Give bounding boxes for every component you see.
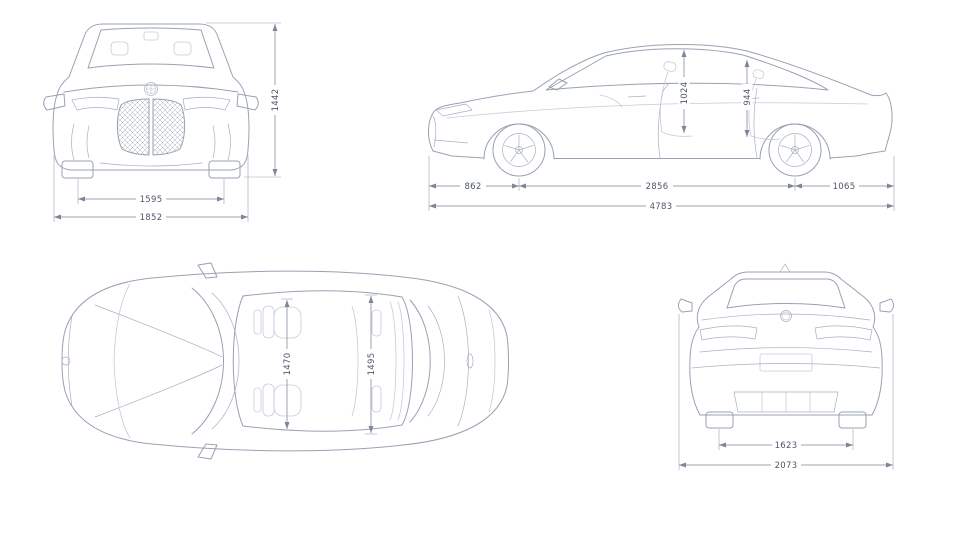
dim-rear-overhang-label: 1065 [833, 182, 856, 192]
hood-cutline [113, 283, 131, 439]
greenhouse-glass [545, 48, 829, 91]
dim-front-interior-width: 1470 [281, 298, 293, 431]
license-plate-recess [759, 353, 813, 372]
side-mirror-left [43, 93, 66, 111]
roof-antenna-fin [779, 263, 791, 273]
hood-crease-upper [94, 304, 223, 358]
rear-view: 1623 2073 [678, 263, 894, 471]
dim-rear-interior-width-label: 1495 [367, 353, 377, 376]
windshield-arc-inner [211, 292, 240, 430]
side-view: 1024 944 862 2856 [428, 43, 895, 212]
top-body-outline [61, 270, 509, 452]
headrest-left [110, 41, 129, 56]
hood-crease-lower [94, 364, 223, 418]
dim-front-overhang-label: 862 [464, 182, 481, 192]
length-dimensions: 862 2856 1065 4783 [428, 156, 895, 212]
headrest-right [173, 41, 192, 56]
front-bumper-line [433, 139, 469, 144]
antenna-fin [466, 353, 474, 369]
front-view: 1442 1595 1852 [43, 22, 281, 223]
nose-face-line [432, 115, 437, 148]
side-mirror-right [236, 93, 259, 111]
dim-rear-interior-width: 1495 [365, 294, 377, 435]
dim-width-incl-mirrors-label: 2073 [775, 461, 798, 471]
dim-wheelbase: 2856 [519, 181, 795, 192]
front-body-outline [52, 23, 250, 171]
dim-overall-length: 4783 [429, 201, 894, 212]
bmw-roundel-top [61, 356, 71, 366]
kidney-grille-left [116, 98, 150, 156]
dim-overall-width: 1852 [53, 155, 249, 223]
rear-lower-bumper [829, 150, 886, 159]
dim-front-overhang: 862 [429, 181, 519, 192]
rear-tire-left [705, 411, 734, 429]
bumper-intake-left [71, 123, 90, 161]
rear-mirror-right [879, 298, 894, 313]
dim-overall-length-label: 4783 [650, 202, 673, 212]
front-seats-top [253, 305, 302, 417]
rear-deck-line [488, 309, 496, 413]
bmw-roundel-front [144, 82, 158, 96]
interior-silhouette [599, 61, 781, 140]
bmw-roundel-rear [780, 310, 792, 322]
dim-front-interior-width-label: 1470 [283, 353, 293, 376]
front-tire-left [61, 160, 94, 179]
rear-diffuser [733, 391, 839, 413]
dim-overall-height-label: 1442 [271, 89, 281, 112]
dim-track-width: 1595 [77, 179, 225, 205]
rear-body-outline [689, 271, 883, 416]
side-headlight [435, 103, 473, 117]
character-line [446, 102, 869, 119]
dim-rear-track-label: 1623 [775, 441, 798, 451]
headlight-right [182, 96, 231, 111]
top-mirror-left [197, 262, 218, 279]
dim-front-headroom: 1024 [678, 50, 690, 133]
dim-rear-track: 1623 [718, 429, 854, 451]
rear-door-seam [753, 87, 758, 158]
rear-bumper-line [691, 363, 881, 369]
dim-rear-headroom-label: 944 [743, 88, 753, 105]
rear-mirror-left [678, 298, 693, 313]
dim-overall-width-label: 1852 [140, 213, 163, 223]
dim-width-incl-mirrors: 2073 [678, 314, 894, 471]
front-tire-right [208, 160, 241, 179]
front-wheel [492, 123, 546, 177]
rear-bench-top [351, 301, 405, 421]
trunk-cutline [457, 295, 469, 427]
side-mirror [548, 78, 568, 91]
taillight-left [699, 325, 758, 341]
rear-window [726, 278, 846, 309]
windshield-arc-outer [191, 287, 224, 435]
rearview-mirror [143, 31, 159, 41]
roof-glass-opening [232, 290, 413, 432]
rear-wheel [768, 123, 822, 177]
lower-intake [99, 162, 203, 167]
rear-tire-right [838, 411, 867, 429]
bumper-intake-right [212, 123, 231, 161]
taillight-right [814, 325, 873, 341]
rear-window-arc-inner [427, 305, 445, 417]
b-pillar [662, 82, 670, 92]
windshield [87, 27, 215, 69]
front-lower-bumper [432, 150, 485, 159]
side-body-outline [428, 43, 893, 152]
rear-window-arc-outer [409, 299, 431, 423]
rear-shoulder-line [701, 313, 871, 321]
kidney-grille-right [152, 98, 186, 156]
front-fascia-line [67, 315, 73, 407]
trunk-seam [699, 347, 873, 353]
dim-wheelbase-label: 2856 [646, 182, 669, 192]
dim-overall-height: 1442 [206, 22, 281, 178]
top-mirror-right [197, 443, 218, 460]
dim-track-width-label: 1595 [140, 195, 163, 205]
dim-front-headroom-label: 1024 [680, 82, 690, 105]
dim-rear-headroom: 944 [741, 60, 753, 137]
headlight-left [71, 96, 120, 111]
top-view: 1470 1495 [61, 262, 509, 460]
front-door-handle [627, 95, 647, 98]
dim-rear-overhang: 1065 [795, 181, 894, 192]
